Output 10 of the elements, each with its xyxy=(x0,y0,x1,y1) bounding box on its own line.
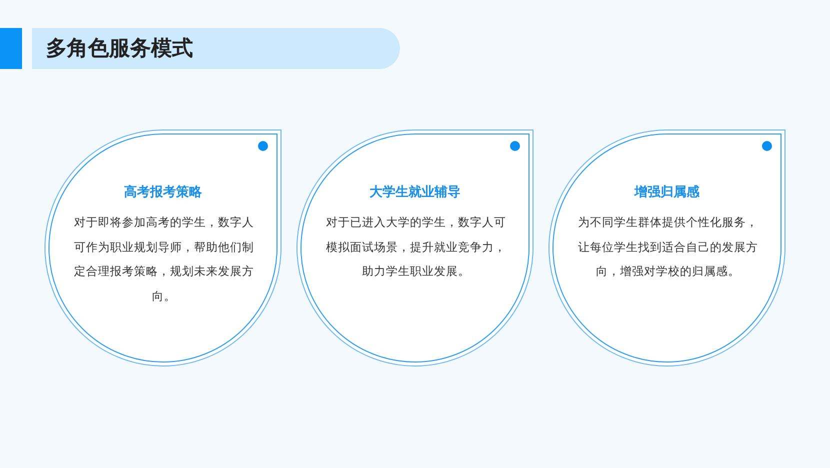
teardrop-card xyxy=(297,130,533,366)
card-description: 对于即将参加高考的学生，数字人可作为职业规划导师，帮助他们制定合理报考策略，规划未来发展方向。 xyxy=(73,214,255,304)
teardrop-card xyxy=(549,130,785,366)
card-description: 对于已进入大学的学生，数字人可模拟面试场景，提升就业竞争力，助力学生职业发展。 xyxy=(325,214,507,280)
title: 多角色服务模式 xyxy=(46,35,193,62)
teardrop-card xyxy=(45,130,281,366)
card-heading: 高考报考策略 xyxy=(123,184,203,202)
card-heading: 增强归属感 xyxy=(633,184,700,202)
card-heading: 大学生就业辅导 xyxy=(368,184,462,202)
card-description: 为不同学生群体提供个性化服务，让每位学生找到适合自己的发展方向，增强对学校的归属感。 xyxy=(577,214,759,280)
